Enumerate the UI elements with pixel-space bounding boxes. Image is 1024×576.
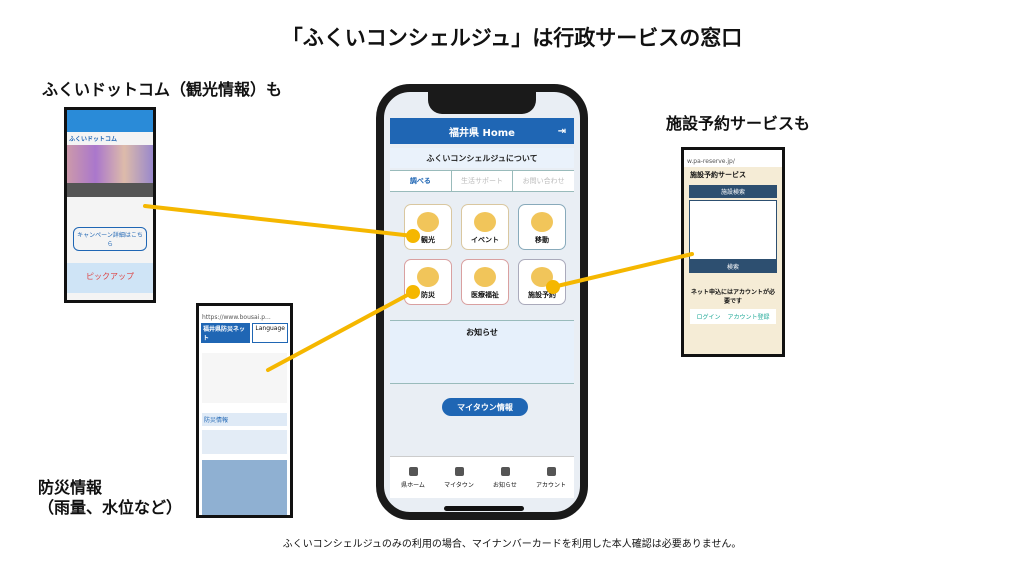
nav-label: お知らせ (493, 481, 517, 489)
tile-label: 施設予約 (528, 291, 556, 299)
tourism-site-name: ふくいドットコム (69, 136, 118, 143)
logout-icon[interactable]: ⇥ (557, 125, 566, 137)
disaster-section: 防災情報 (202, 413, 287, 426)
tab-contact[interactable]: お問い合わせ (522, 177, 565, 185)
tab-bar: 調べる 生活サポート お問い合わせ (390, 170, 574, 192)
nav-label: マイタウン (444, 481, 474, 489)
tile-label: イベント (471, 236, 499, 244)
label-disaster-1: 防災情報 (38, 478, 103, 497)
tourism-campaign-button[interactable]: キャンペーン詳細はこちら (73, 227, 147, 251)
nav-label: アカウント (535, 481, 566, 489)
connector-dot (406, 229, 420, 243)
facility-login[interactable]: ログイン (696, 314, 721, 321)
tile-disaster[interactable]: 防災 (404, 259, 452, 305)
facility-search-button[interactable]: 検索 (689, 260, 777, 273)
service-grid: 観光 イベント 移動 防災 医療福祉 施設予約 (404, 204, 566, 305)
connector-dot (546, 280, 560, 294)
tile-transport[interactable]: 移動 (518, 204, 566, 250)
app-title: 福井県 Home (449, 127, 515, 139)
disaster-icon (417, 267, 439, 287)
about-link[interactable]: ふくいコンシェルジュについて (390, 148, 574, 168)
facility-search-header: 施設検索 (689, 185, 777, 198)
disaster-url: https://www.bousai.p... (202, 314, 271, 321)
connector-dot (406, 285, 420, 299)
facility-heading: 施設予約サービス (690, 171, 746, 179)
phone-mockup: 福井県 Home ⇥ ふくいコンシェルジュについて 調べる 生活サポート お問い合… (376, 84, 588, 520)
tile-label: 防災 (421, 291, 435, 299)
bus-icon (531, 212, 553, 232)
town-icon (454, 466, 464, 476)
tile-facility[interactable]: 施設予約 (518, 259, 566, 305)
nav-home[interactable]: 県ホーム (390, 457, 436, 498)
nav-account[interactable]: アカウント (528, 457, 574, 498)
connector-tourism (143, 204, 415, 238)
label-facility: 施設予約サービスも (666, 114, 811, 133)
tab-life-support[interactable]: 生活サポート (452, 171, 514, 191)
nav-mytown[interactable]: マイタウン (436, 457, 482, 498)
bottom-nav: 県ホーム マイタウン お知らせ アカウント (390, 456, 574, 498)
facility-icon (531, 267, 553, 287)
tile-medical[interactable]: 医療福祉 (461, 259, 509, 305)
tile-label: 観光 (421, 236, 435, 244)
facility-notice: ネット申込にはアカウントが必要です (690, 289, 775, 305)
nav-news[interactable]: お知らせ (482, 457, 528, 498)
tourism-icon (417, 212, 439, 232)
news-section: お知らせ (390, 320, 574, 384)
app-header: 福井県 Home ⇥ (390, 118, 574, 144)
disaster-screenshot: https://www.bousai.p... 福井県防災ネット Languag… (196, 303, 293, 518)
account-icon (546, 466, 556, 476)
tile-label: 移動 (535, 236, 549, 244)
slide-title: 「ふくいコンシェルジュ」は行政サービスの窓口 (281, 26, 743, 50)
label-disaster-2: （雨量、水位など） (38, 498, 183, 517)
facility-url: w.pa-reserve.jp/ (684, 150, 782, 167)
event-icon (474, 212, 496, 232)
tile-label: 医療福祉 (471, 291, 499, 299)
medical-icon (474, 267, 496, 287)
mytown-button[interactable]: マイタウン情報 (442, 398, 528, 416)
news-title: お知らせ (466, 328, 498, 337)
facility-screenshot: w.pa-reserve.jp/ 施設予約サービス 施設検索 検索 ネット申込に… (681, 147, 785, 357)
home-indicator (444, 506, 524, 511)
tab-search[interactable]: 調べる (390, 171, 452, 191)
connector-facility (551, 252, 694, 289)
tourism-pickup: ピックアップ (67, 263, 153, 293)
news-icon (500, 466, 510, 476)
tourism-screenshot: ふくいドットコム キャンペーン詳細はこちら ピックアップ (64, 107, 156, 303)
disaster-site-name: 福井県防災ネット (201, 323, 251, 343)
label-tourism: ふくいドットコム（観光情報）も (42, 80, 283, 99)
footnote: ふくいコンシェルジュのみの利用の場合、マイナンバーカードを利用した本人確認は必要… (282, 539, 742, 550)
connector-disaster (266, 290, 415, 372)
nav-label: 県ホーム (401, 481, 425, 489)
tile-tourism[interactable]: 観光 (404, 204, 452, 250)
language-select[interactable]: Language (252, 323, 288, 343)
facility-register[interactable]: アカウント登録 (727, 314, 770, 321)
disaster-map[interactable] (202, 460, 287, 515)
tile-event[interactable]: イベント (461, 204, 509, 250)
home-icon (408, 466, 418, 476)
